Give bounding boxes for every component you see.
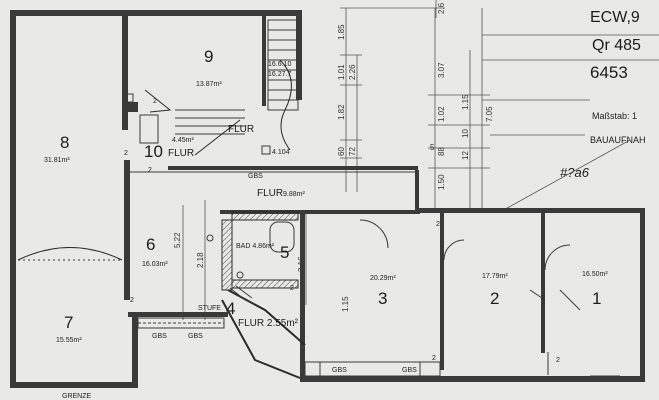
door-mark-2: 2 xyxy=(124,150,128,157)
room-3-area: 20.29m² xyxy=(370,275,396,282)
room-6-number: 6 xyxy=(146,235,155,254)
stair-label-b: 16.27.7 xyxy=(268,71,291,78)
header-line2: Qr 485 xyxy=(592,37,641,54)
room-4-label: FLUR 2.55m² xyxy=(238,318,299,329)
dim-12: 1.50 xyxy=(437,174,446,190)
dim-4: 1.82 xyxy=(337,104,346,120)
walls xyxy=(10,10,645,388)
flur-mid-label: FLUR xyxy=(257,188,283,199)
dim-1: 1.85 xyxy=(337,24,346,40)
dim-7: 3.07 xyxy=(437,62,446,78)
dim-8: 1.02 xyxy=(437,106,446,122)
dim-19: 5 xyxy=(430,143,435,152)
interior-lines xyxy=(13,19,620,379)
header-line3: 6453 xyxy=(590,63,628,82)
room-10-label: FLUR xyxy=(168,148,194,159)
header-line1: ECW,9 xyxy=(590,9,640,26)
door-mark-3: 2 xyxy=(148,167,152,174)
gbs-label-4: GBS xyxy=(332,367,347,374)
dim-9: 10 xyxy=(461,129,470,138)
door-mark-6: 2 xyxy=(541,295,545,302)
flur-top-label: FLUR xyxy=(228,124,254,135)
room-3-number: 3 xyxy=(378,289,387,308)
room-9-area: 13.87m² xyxy=(196,81,222,88)
dim-11: 12 xyxy=(461,151,470,160)
door-mark-9: 2 xyxy=(290,285,294,292)
stufe-label: STUFE xyxy=(198,305,221,312)
grenze-label: GRENZE xyxy=(62,393,92,400)
flur-top-area: 4.45m² xyxy=(172,137,194,144)
handwritten-note: #?a6 xyxy=(560,165,590,180)
dim-6: 72 xyxy=(348,147,357,156)
step-label-a: 4.104 xyxy=(272,149,290,156)
dim-14: 7.05 xyxy=(485,106,494,122)
room-7-number: 7 xyxy=(64,313,73,332)
room-8-number: 8 xyxy=(60,133,69,152)
room-5-number: 5 xyxy=(280,243,289,262)
room-8-area: 31.81m² xyxy=(44,157,70,164)
dim-13: 1.15 xyxy=(461,94,470,110)
door-mark-4: 2 xyxy=(130,297,134,304)
room-1-number: 1 xyxy=(592,289,601,308)
gbs-label-5: GBS xyxy=(402,367,417,374)
survey-label: BAUAUFNAH xyxy=(590,135,646,145)
room-2-number: 2 xyxy=(490,289,499,308)
dim-15: 5.22 xyxy=(173,232,182,248)
room-5-area: BAD 4.86m² xyxy=(236,243,275,250)
door-mark-1: 2 xyxy=(153,98,157,105)
dim-20: 2.6 xyxy=(437,2,446,14)
gbs-label-1: GBS xyxy=(248,173,263,180)
room-4-number: 4 xyxy=(226,299,235,318)
room-7-area: 15.55m² xyxy=(56,337,82,344)
room-9-number: 9 xyxy=(204,47,213,66)
dim-3: 2.26 xyxy=(348,64,357,80)
flur-mid-area: 9.88m² xyxy=(283,191,305,198)
door-mark-7: 2 xyxy=(432,355,436,362)
room-6-area: 16.03m² xyxy=(142,261,168,268)
scale-label: Maßstab: 1 xyxy=(592,111,637,121)
room-2-area: 17.79m² xyxy=(482,273,508,280)
dim-18: 1.15 xyxy=(341,296,350,312)
dim-2: 1.01 xyxy=(337,64,346,80)
door-mark-8: 2 xyxy=(556,357,560,364)
stair-label-a: 16.6.10 xyxy=(268,61,291,68)
room-10-number: 10 xyxy=(144,142,163,161)
dim-5: 60 xyxy=(337,147,346,156)
gbs-label-2: GBS xyxy=(152,333,167,340)
room-1-area: 16.50m² xyxy=(582,271,608,278)
dim-16: 2.18 xyxy=(196,252,205,268)
dimension-lines xyxy=(182,0,659,320)
dim-10: 88 xyxy=(437,147,446,156)
door-mark-5: 2 xyxy=(436,221,440,228)
gbs-label-3: GBS xyxy=(188,333,203,340)
